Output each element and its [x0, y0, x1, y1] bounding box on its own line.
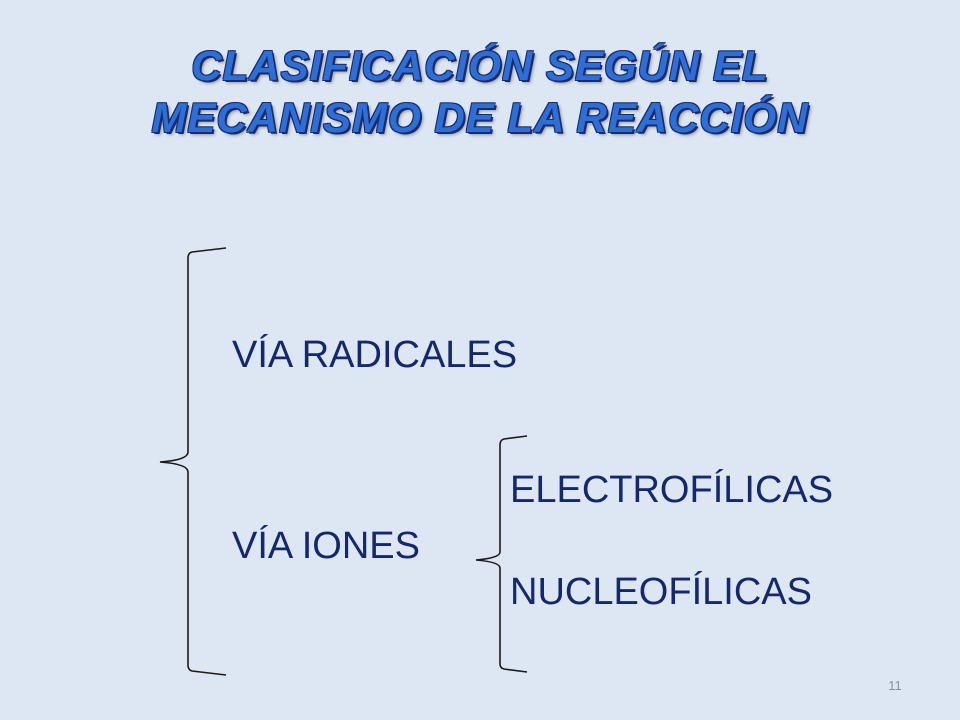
- sub-nucleofilicas: NUCLEOFÍLICAS: [510, 571, 812, 613]
- branch-radicales: VÍA RADICALES: [232, 334, 518, 376]
- sub-electrofilicas: ELECTROFÍLICAS: [510, 469, 834, 511]
- page-number: 11: [888, 678, 902, 693]
- branch-iones: VÍA IONES: [232, 525, 420, 567]
- title-line-1: CLASIFICACIÓN SEGÚN EL: [191, 42, 769, 89]
- main-brace: [159, 247, 227, 676]
- slide-title: CLASIFICACIÓN SEGÚN EL MECANISMO DE LA R…: [40, 40, 920, 144]
- title-line-2: MECANISMO DE LA REACCIÓN: [151, 94, 809, 141]
- ions-brace: [475, 435, 528, 673]
